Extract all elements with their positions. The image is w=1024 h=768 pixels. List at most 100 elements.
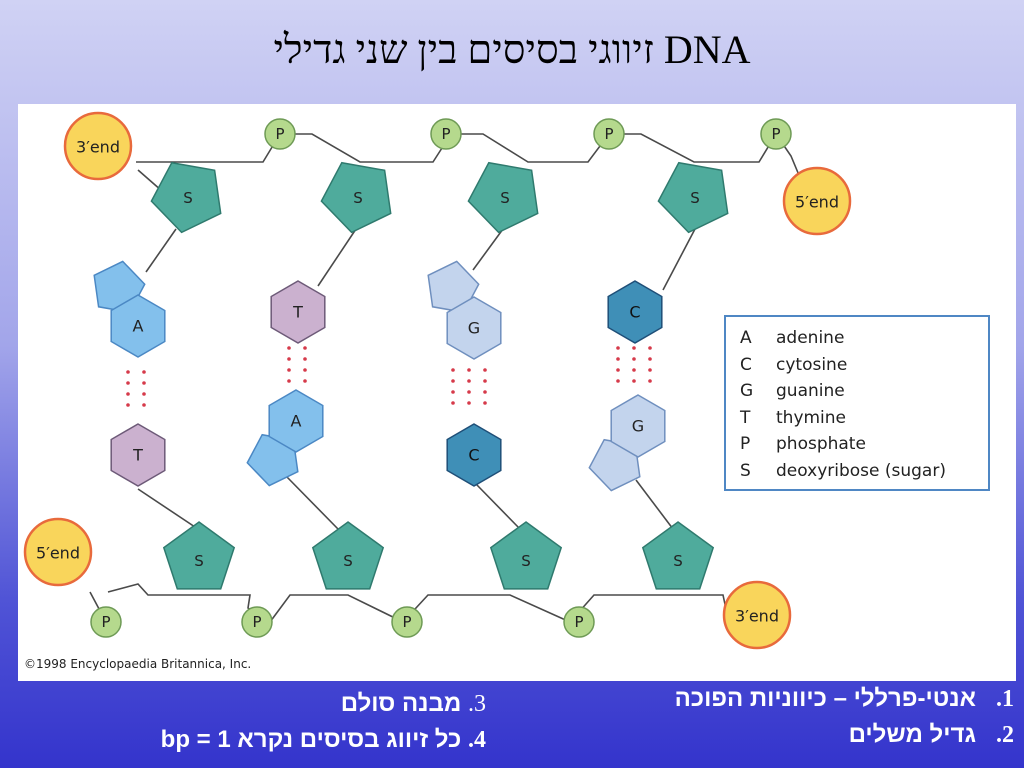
strand-end-circle (63, 111, 133, 181)
sugar-pentagon (641, 521, 715, 590)
base-label-guanine: G (468, 319, 480, 338)
sugar-label: S (194, 552, 204, 570)
sugar-pentagon (311, 521, 385, 590)
hydrogen-bond-dot (451, 401, 455, 405)
hydrogen-bond-dot (451, 368, 455, 372)
cytosine-hexagon (607, 280, 663, 344)
slide-title: זיווגי בסיסים בין שני גדילי DNA (273, 27, 751, 72)
strand-end-label: 5′end (36, 544, 80, 563)
hydrogen-bond-dot (126, 370, 130, 374)
legend-name: phosphate (776, 434, 866, 455)
hydrogen-bond-dot (632, 379, 636, 383)
base-bond (635, 479, 674, 530)
hydrogen-bond-dot (142, 370, 146, 374)
phosphate-circle (264, 118, 296, 150)
hydrogen-bond-dot (648, 368, 652, 372)
legend-key: P (740, 434, 751, 455)
base-bond (317, 228, 357, 287)
point-4: 4. כל זיווג בסיסים נקרא bp = 1 (160, 726, 486, 753)
hydrogen-bond-dot (287, 357, 291, 361)
sugar-label: S (343, 552, 353, 570)
point-3: 3. מבנה סולם (340, 690, 486, 717)
legend-name: deoxyribose (sugar) (776, 460, 946, 481)
hydrogen-bond-dot (467, 401, 471, 405)
phosphate-circle (391, 606, 423, 638)
sugar-pentagon (320, 161, 392, 234)
thymine-hexagon (270, 280, 326, 344)
sugar-pentagon (489, 521, 563, 590)
sugar-label: S (673, 552, 683, 570)
hydrogen-bond-dot (126, 392, 130, 396)
phosphate-label: P (101, 613, 110, 631)
hydrogen-bond-dot (467, 368, 471, 372)
legend-name: cytosine (776, 354, 848, 375)
hydrogen-bond-dot (632, 357, 636, 361)
phosphate-circle (593, 118, 625, 150)
hydrogen-bond-dot (142, 392, 146, 396)
hydrogen-bond-dot (616, 379, 620, 383)
hydrogen-bond-dot (287, 346, 291, 350)
sugar-label: S (690, 189, 700, 207)
hydrogen-bonds (126, 346, 652, 407)
guanine-ring (427, 260, 480, 314)
guanine-hexagon (446, 296, 502, 360)
strand-end-label: 3′end (735, 607, 779, 626)
hydrogen-bond-dot (632, 368, 636, 372)
hydrogen-bond-dot (467, 390, 471, 394)
hydrogen-bond-dot (303, 346, 307, 350)
sugar-label: S (521, 552, 531, 570)
points-list-right: 1. אנטי-פרללי – כיווניות הפוכה 2. גדיל מ… (675, 681, 1014, 753)
base-bond (285, 475, 339, 530)
hydrogen-bond-dot (287, 379, 291, 383)
hydrogen-bond-dot (303, 379, 307, 383)
guanine-hexagon (610, 394, 666, 458)
phosphate-label: P (275, 125, 284, 143)
legend-name: thymine (776, 407, 847, 428)
phosphate-circle (563, 606, 595, 638)
base-bond (662, 228, 696, 291)
phosphate-label: P (441, 125, 450, 143)
hydrogen-bond-dot (648, 357, 652, 361)
copyright: ©1998 Encyclopaedia Britannica, Inc. (24, 657, 252, 671)
phosphate-label: P (574, 613, 583, 631)
base-bond (145, 228, 177, 273)
hydrogen-bond-dot (126, 403, 130, 407)
legend-key: T (740, 407, 751, 428)
legend-key: G (740, 381, 754, 402)
hydrogen-bond-dot (451, 379, 455, 383)
base-label-adenine: A (291, 412, 302, 431)
hydrogen-bond-dot (126, 381, 130, 385)
phosphate-label: P (402, 613, 411, 631)
hydrogen-bond-dot (467, 379, 471, 383)
base-bond (137, 488, 199, 530)
base-label-adenine: A (133, 317, 144, 336)
adenine-hexagon (268, 389, 324, 453)
point-1: 1. אנטי-פרללי – כיווניות הפוכה (674, 685, 1014, 712)
point-2: 2. גדיל משלים (848, 721, 1014, 748)
strand-end-circle (23, 517, 93, 587)
bottom-backbone (107, 583, 727, 624)
phosphate-circle (90, 606, 122, 638)
cytosine-hexagon (446, 423, 502, 487)
thymine-hexagon (110, 423, 166, 487)
legend-name: guanine (776, 381, 845, 402)
hydrogen-bond-dot (287, 368, 291, 372)
phosphate-circle (760, 118, 792, 150)
hydrogen-bond-dot (616, 357, 620, 361)
strand-end-circle (782, 166, 852, 236)
base-label-thymine: T (132, 446, 143, 465)
strand-end-label: 5′end (795, 193, 839, 212)
point-4-text: כל זיווג בסיסים נקרא bp = 1 (160, 726, 462, 753)
sugar-pentagon (162, 521, 236, 590)
hydrogen-bond-dot (303, 357, 307, 361)
hydrogen-bond-dot (483, 379, 487, 383)
